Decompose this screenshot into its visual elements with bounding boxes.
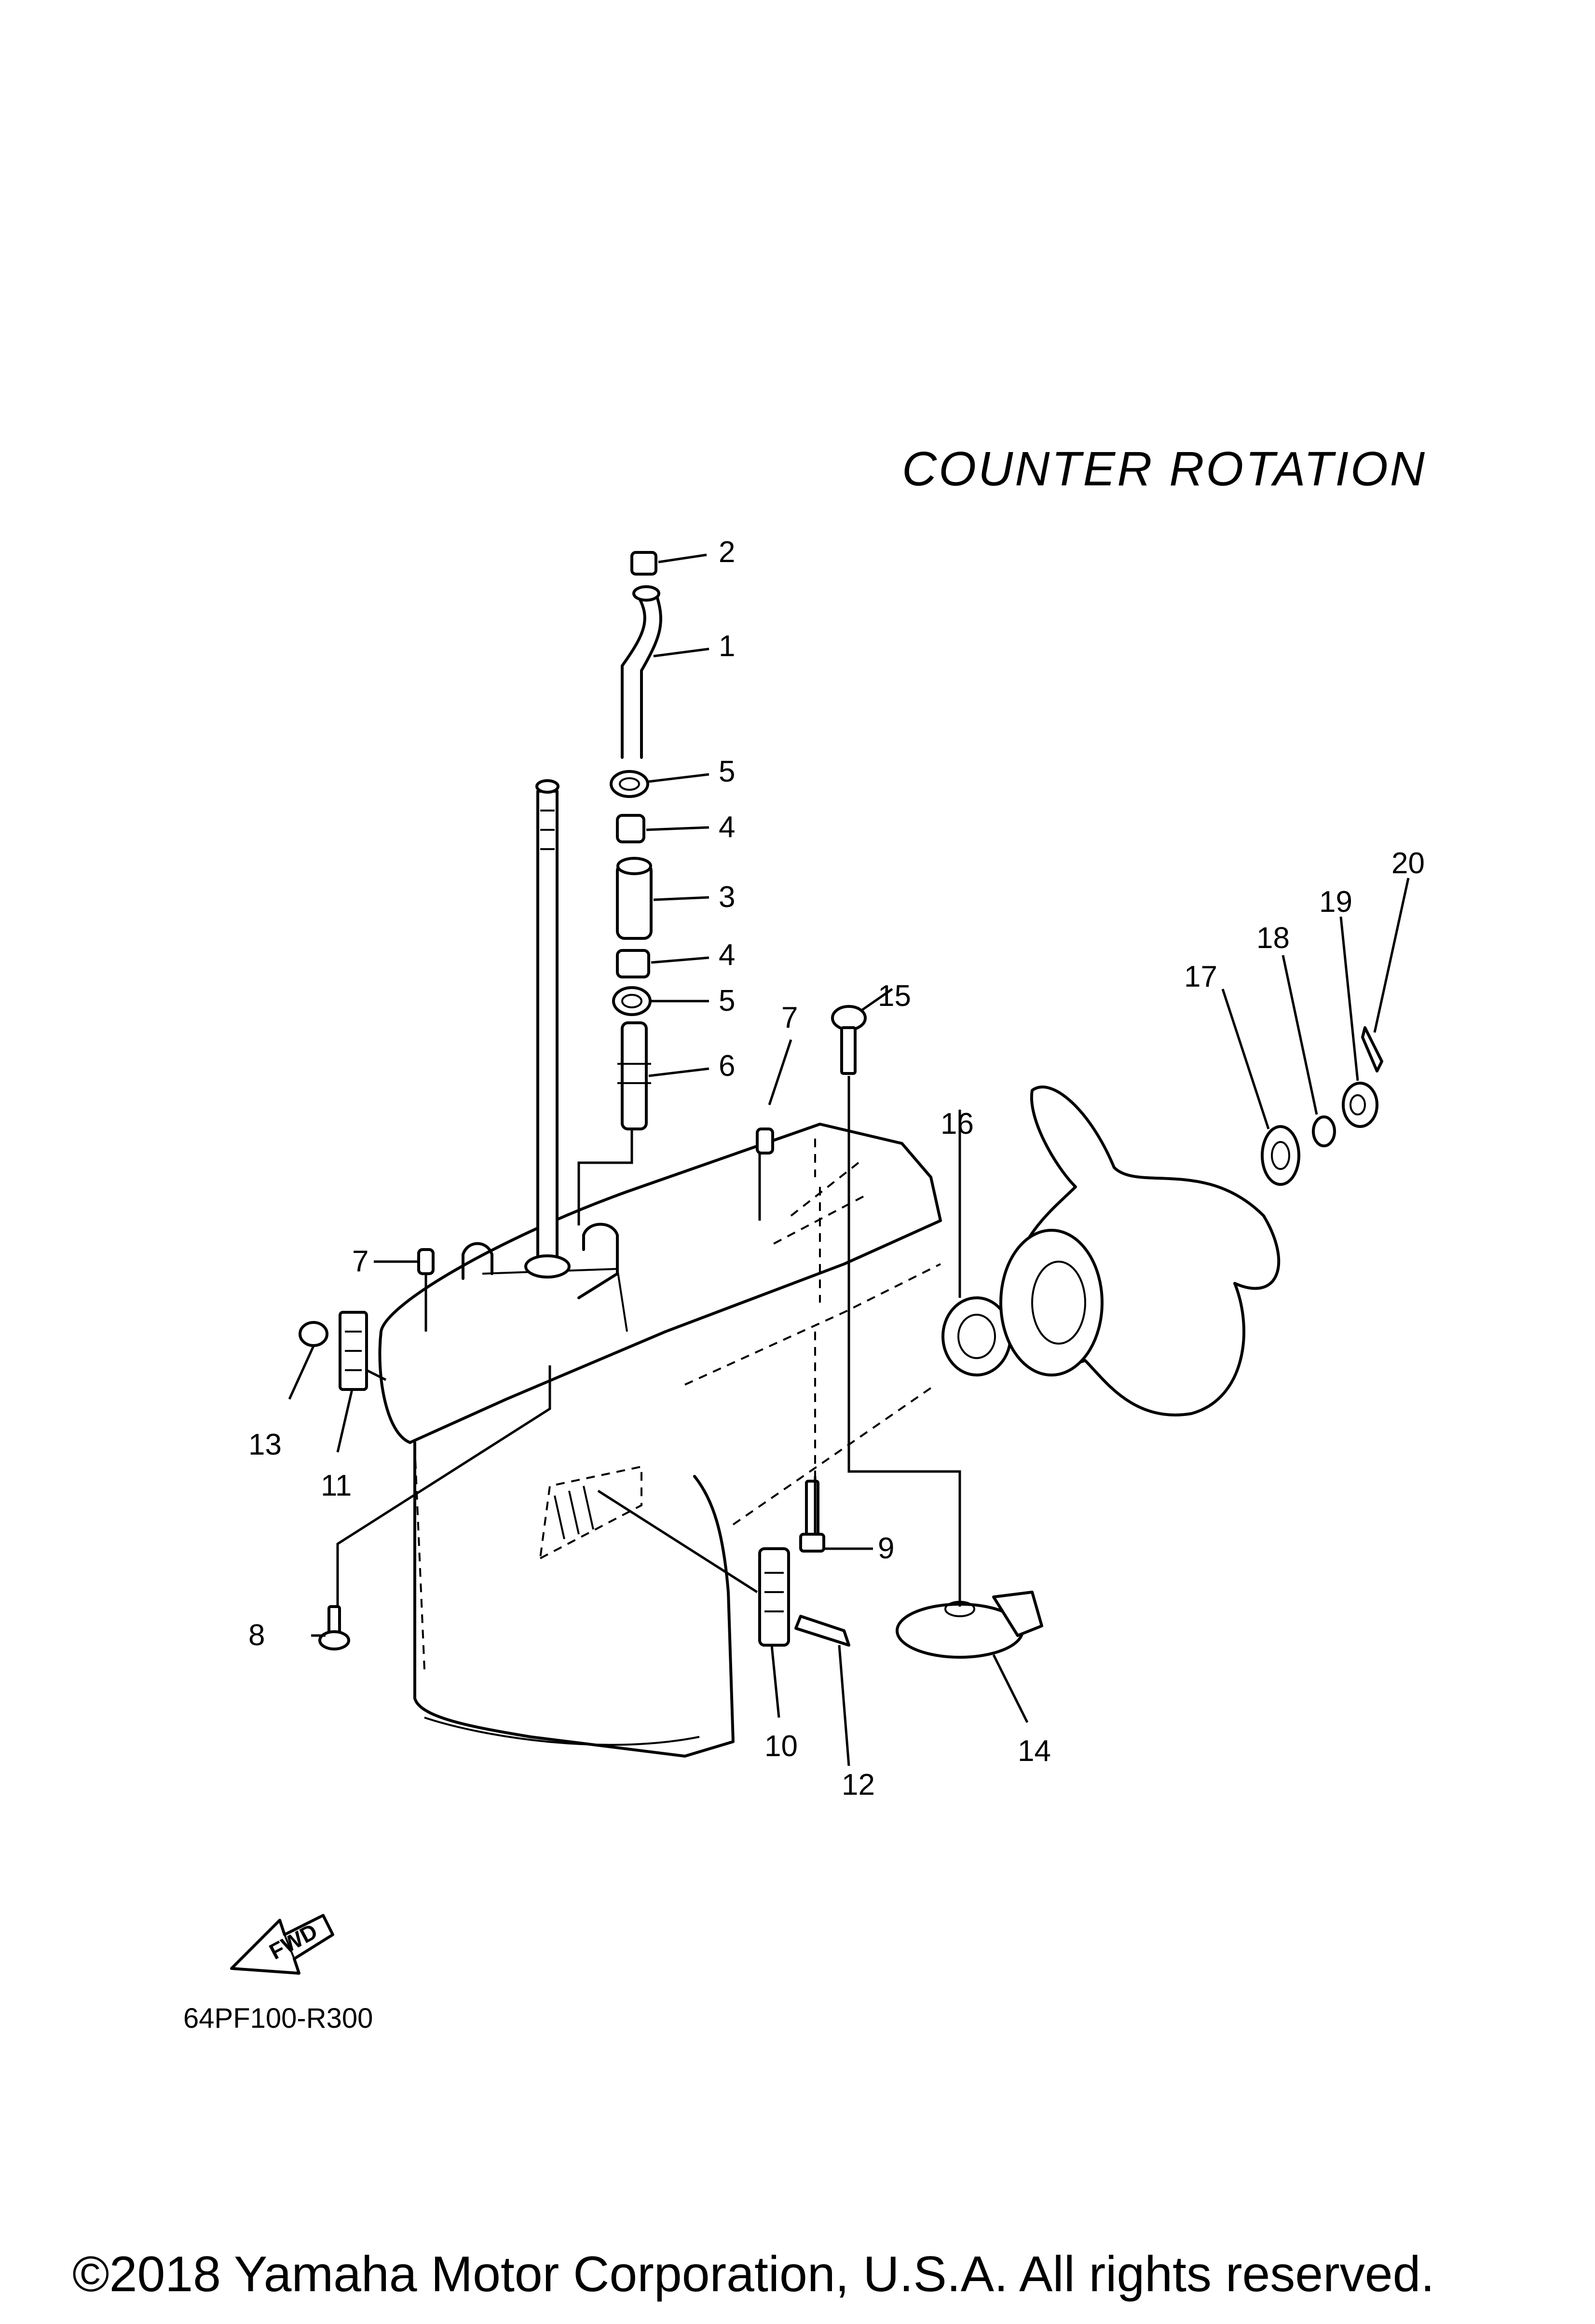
callout-9: 9 [878,1532,894,1565]
diagram-code: 64PF100-R300 [183,2003,373,2034]
callout-7-right: 7 [781,1001,798,1034]
callout-17: 17 [1184,960,1217,993]
callout-12: 12 [842,1768,875,1801]
copyright-notice: ©2018 Yamaha Motor Corporation, U.S.A. A… [72,2246,1435,2302]
callout-13: 13 [248,1428,282,1461]
callout-16: 16 [941,1107,974,1141]
leader-lines [288,553,1410,1766]
callout-6: 6 [719,1049,735,1083]
fwd-arrow-icon: FWD [230,1914,334,1975]
callout-15: 15 [878,979,911,1013]
callout-14: 14 [1018,1734,1051,1768]
callout-2: 2 [719,536,735,569]
callout-20: 20 [1391,847,1425,880]
left-small-parts [299,1128,774,1650]
callout-4-upper: 4 [719,811,735,844]
diagram-title: COUNTER ROTATION [902,442,1427,496]
callout-1: 1 [719,630,735,663]
callout-19: 19 [1319,885,1352,919]
callout-7-left: 7 [352,1245,368,1278]
drive-shaft [524,779,571,1279]
callout-11: 11 [321,1469,352,1502]
callout-4-lower: 4 [719,938,735,972]
callout-numbers: 2 1 5 4 3 4 5 6 7 15 16 17 18 19 20 7 13… [248,536,1425,1801]
callout-5-lower: 5 [719,984,735,1018]
propeller-group [941,1026,1383,1416]
callout-18: 18 [1256,921,1290,955]
callout-3: 3 [719,880,735,914]
callout-8: 8 [248,1619,265,1652]
callout-5-upper: 5 [719,755,735,788]
water-tube-assembly [610,551,662,1130]
callout-10: 10 [764,1730,798,1763]
lower-case-housing [378,1123,942,1758]
